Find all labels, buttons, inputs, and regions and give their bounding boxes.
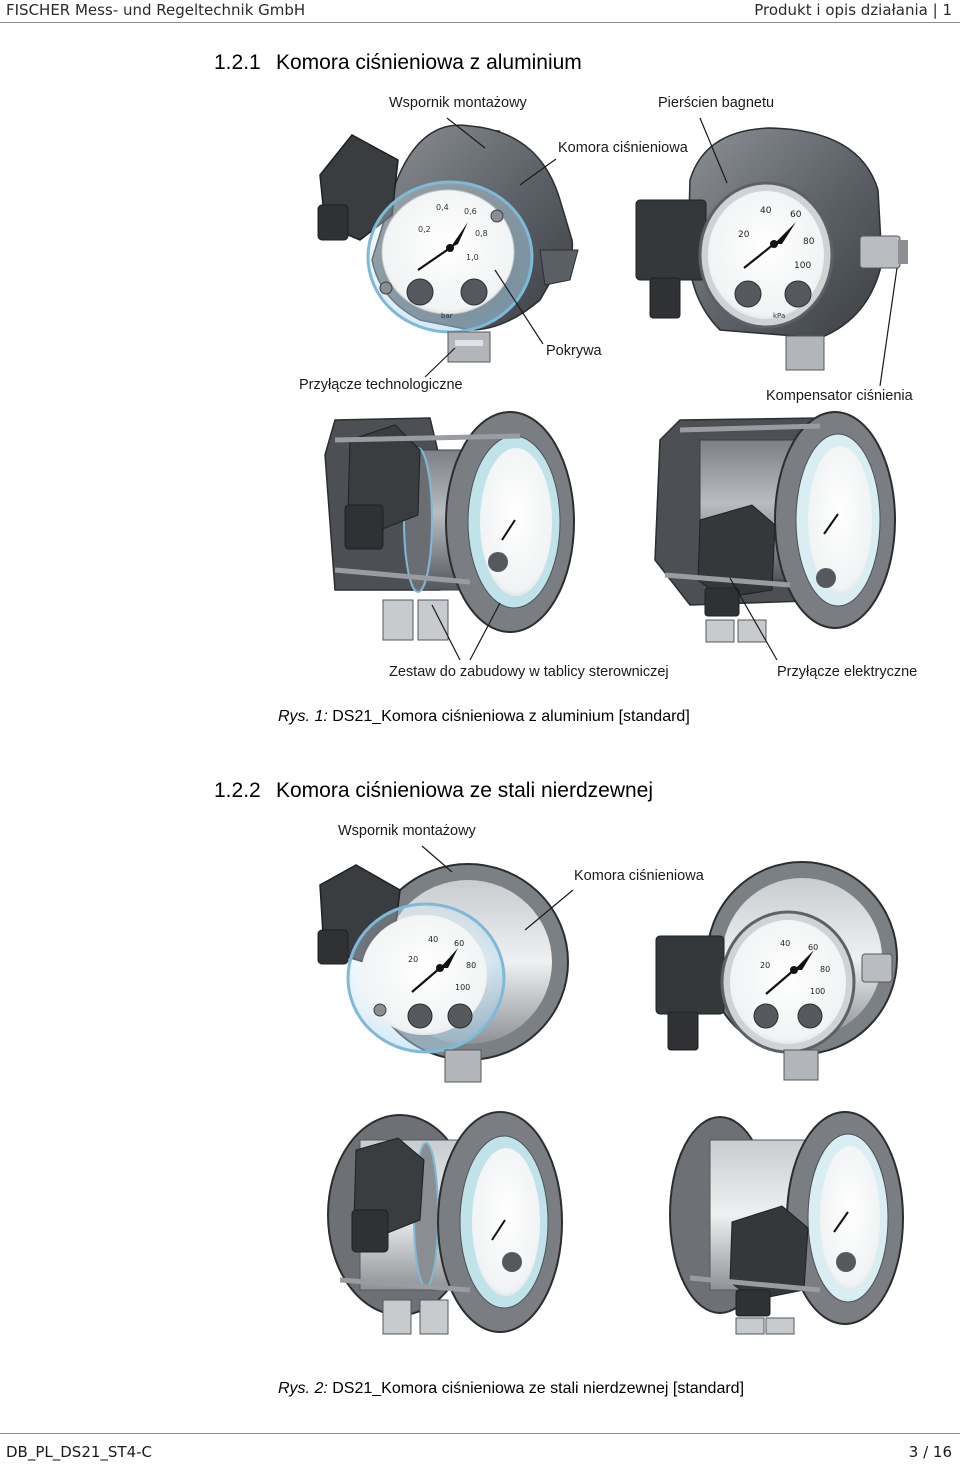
footer-rule bbox=[0, 1433, 960, 1434]
label-pressure-chamber-steel: Komora ciśnieniowa bbox=[574, 868, 704, 884]
scale-label: 60 bbox=[790, 210, 802, 220]
figure-1-caption-text: DS21_Komora ciśnieniowa z aluminium [sta… bbox=[332, 708, 690, 725]
figure-2-caption-text: DS21_Komora ciśnieniowa ze stali nierdze… bbox=[332, 1380, 745, 1397]
label-bayonet-ring: Pierścien bagnetu bbox=[658, 95, 775, 111]
footer-doc-id: DB_PL_DS21_ST4-C bbox=[6, 1443, 153, 1461]
leader-lines bbox=[421, 845, 574, 931]
gauge-front-without-cover: 20 40 60 80 100 kPa bbox=[635, 127, 908, 371]
label-cover: Pokrywa bbox=[546, 343, 602, 359]
figure-1-caption-prefix: Rys. 1: bbox=[278, 708, 328, 725]
scale-label: 0,4 bbox=[436, 203, 449, 212]
figure-1: 0,2 0,4 0,6 0,8 1,0 bar 20 40 60 80 100 … bbox=[317, 117, 908, 661]
scale-label: 0,8 bbox=[475, 229, 488, 238]
label-pressure-chamber: Komora ciśnieniowa bbox=[558, 140, 688, 156]
scale-label: 80 bbox=[803, 237, 815, 247]
label-panel-mount-kit: Zestaw do zabudowy w tablicy sterownicze… bbox=[389, 664, 669, 680]
scale-label: 60 bbox=[454, 939, 464, 948]
header-section: Produkt i opis działania | 1 bbox=[754, 1, 952, 19]
scale-label: 40 bbox=[760, 206, 772, 216]
section-1-heading: 1.2.1 Komora ciśnieniowa z aluminium bbox=[214, 51, 582, 75]
section-2-number: 1.2.2 bbox=[214, 779, 261, 802]
section-1-number: 1.2.1 bbox=[214, 51, 261, 74]
scale-label: 40 bbox=[428, 935, 438, 944]
gauge-panel-mount-rear bbox=[324, 411, 575, 641]
section-2-heading: 1.2.2 Komora ciśnieniowa ze stali nierdze… bbox=[214, 779, 653, 803]
gauge-panel-mount-side bbox=[654, 411, 896, 643]
footer-page-number: 3 / 16 bbox=[908, 1443, 952, 1461]
gauge-steel-panel-mount-side bbox=[669, 1111, 904, 1335]
scale-label: 80 bbox=[820, 965, 830, 974]
scale-label: 20 bbox=[408, 955, 418, 964]
scale-label: 20 bbox=[760, 961, 770, 970]
scale-label: 0,6 bbox=[464, 207, 477, 216]
scale-label: 20 bbox=[738, 230, 750, 240]
scale-label: 60 bbox=[808, 943, 818, 952]
scale-label: 100 bbox=[794, 261, 811, 271]
gauge-steel-panel-mount-rear bbox=[327, 1111, 563, 1335]
scale-label: 1,0 bbox=[466, 253, 479, 262]
leader-lines bbox=[424, 117, 898, 661]
scale-label: 80 bbox=[466, 961, 476, 970]
label-process-connection: Przyłącze technologiczne bbox=[299, 377, 463, 393]
page-footer: DB_PL_DS21_ST4-C 3 / 16 bbox=[0, 1432, 960, 1466]
scale-label: 0,2 bbox=[418, 225, 431, 234]
unit-label: kPa bbox=[773, 312, 785, 320]
gauge-steel-front-without-cover: 20 40 60 80 100 bbox=[655, 861, 898, 1081]
header-rule bbox=[0, 22, 960, 23]
gauge-front-with-cover: 0,2 0,4 0,6 0,8 1,0 bar bbox=[317, 124, 579, 363]
figure-1-caption: Rys. 1: DS21_Komora ciśnieniowa z alumin… bbox=[278, 708, 690, 726]
section-1-title: Komora ciśnieniowa z aluminium bbox=[276, 51, 582, 74]
figure-2-caption-prefix: Rys. 2: bbox=[278, 1380, 328, 1397]
figure-2-caption: Rys. 2: DS21_Komora ciśnieniowa ze stali… bbox=[278, 1380, 744, 1398]
label-mounting-bracket: Wspornik montażowy bbox=[389, 95, 527, 111]
label-pressure-compensator: Kompensator ciśnienia bbox=[766, 388, 913, 404]
section-2-title: Komora ciśnieniowa ze stali nierdzewnej bbox=[276, 779, 654, 802]
header-company: FISCHER Mess- und Regeltechnik GmbH bbox=[6, 1, 306, 19]
label-mounting-bracket-steel: Wspornik montażowy bbox=[338, 823, 476, 839]
scale-label: 100 bbox=[455, 983, 470, 992]
page-header: FISCHER Mess- und Regeltechnik GmbH Prod… bbox=[0, 0, 960, 24]
unit-label: bar bbox=[441, 312, 453, 320]
scale-label: 100 bbox=[810, 987, 825, 996]
figure-2: 20 40 60 80 100 20 40 60 80 100 bbox=[317, 845, 904, 1335]
label-electrical-connection: Przyłącze elektryczne bbox=[777, 664, 918, 680]
gauge-steel-front-with-cover: 20 40 60 80 100 bbox=[317, 863, 569, 1083]
scale-label: 40 bbox=[780, 939, 790, 948]
